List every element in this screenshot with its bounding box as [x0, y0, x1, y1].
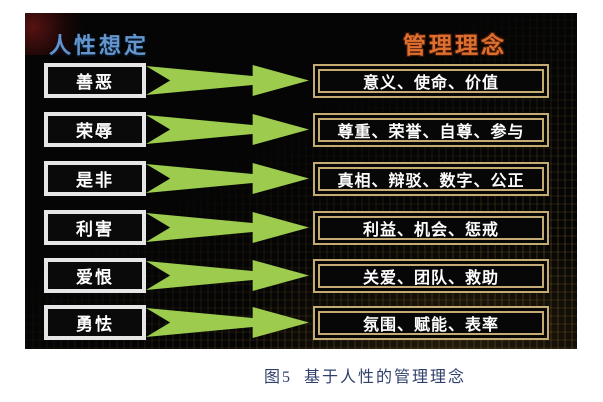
mapping-row: 善恶 意义、使命、价值: [25, 63, 577, 98]
management-concept-label: 氛围、赋能、表率: [362, 317, 499, 334]
human-nature-box: 是非: [44, 161, 146, 196]
human-nature-label: 是非: [76, 171, 114, 190]
management-concept-label: 意义、使命、价值: [362, 75, 499, 92]
mapping-row: 荣辱 尊重、荣誉、自尊、参与: [25, 112, 577, 147]
management-concept-label: 利益、机会、惩戒: [362, 222, 499, 239]
left-column-title: 人性想定: [49, 33, 150, 58]
human-nature-box: 善恶: [44, 63, 146, 98]
management-concept-box: 意义、使命、价值: [313, 64, 549, 98]
human-nature-label: 爱恨: [76, 268, 114, 287]
human-nature-label: 荣辱: [76, 122, 114, 141]
right-arrow-icon: [146, 163, 309, 194]
right-arrow-icon: [146, 307, 309, 338]
management-concept-label: 真相、辩驳、数字、公正: [337, 173, 525, 190]
human-nature-box: 爱恨: [44, 258, 146, 293]
right-column-title: 管理理念: [403, 32, 507, 58]
right-arrow-icon: [146, 65, 309, 96]
right-arrow-icon: [146, 212, 309, 243]
human-nature-label: 勇怯: [76, 315, 114, 334]
right-arrow-icon: [146, 114, 309, 145]
management-concept-box: 尊重、荣誉、自尊、参与: [313, 113, 549, 147]
mapping-row: 利害 利益、机会、惩戒: [25, 210, 577, 245]
mapping-row: 是非 真相、辩驳、数字、公正: [25, 161, 577, 196]
management-concept-box: 真相、辩驳、数字、公正: [313, 162, 549, 196]
human-nature-box: 荣辱: [44, 112, 146, 147]
mapping-row: 爱恨 关爱、团队、救助: [25, 258, 577, 293]
slide-panel: 人性想定 管理理念 善恶 意义、使命、价值 荣辱 尊重、荣誉、自尊、参与 是非 …: [25, 13, 577, 349]
management-concept-box: 利益、机会、惩戒: [313, 211, 549, 245]
management-concept-box: 关爱、团队、救助: [313, 259, 549, 293]
human-nature-box: 利害: [44, 210, 146, 245]
mapping-row: 勇怯 氛围、赋能、表率: [25, 305, 577, 340]
right-arrow-icon: [146, 260, 309, 291]
human-nature-label: 善恶: [76, 73, 114, 92]
management-concept-box: 氛围、赋能、表率: [313, 306, 549, 340]
management-concept-label: 关爱、团队、救助: [362, 270, 499, 287]
management-concept-label: 尊重、荣誉、自尊、参与: [337, 124, 525, 141]
human-nature-box: 勇怯: [44, 305, 146, 340]
human-nature-label: 利害: [76, 220, 114, 239]
figure-caption: 图5 基于人性的管理理念: [264, 369, 467, 386]
